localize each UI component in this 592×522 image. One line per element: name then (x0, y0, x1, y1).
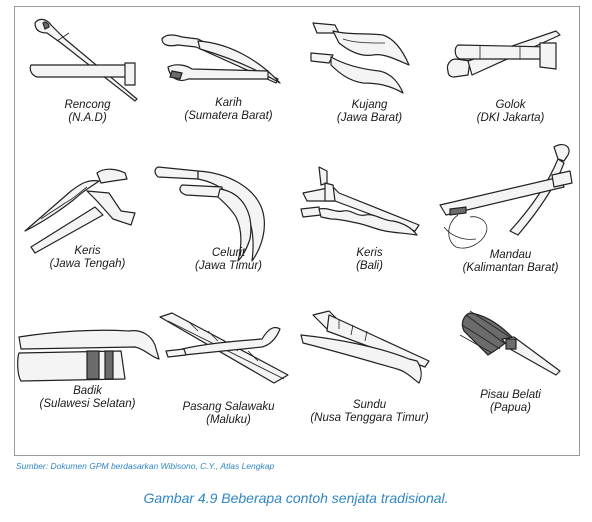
badik-illustration (17, 329, 160, 382)
keris-jawa-tengah-illustration (24, 168, 136, 254)
pasang-salawaku-illustration (159, 312, 289, 384)
weapon-name: Kujang (351, 99, 388, 111)
weapon-celurit: Celurit (Jawa Timur) (154, 161, 299, 309)
weapon-name: Golok (495, 99, 526, 111)
weapon-name: Rencong (64, 99, 111, 111)
weapon-badik: Badik (Sulawesi Selatan) (17, 309, 160, 457)
pisau-belati-illustration (459, 310, 561, 376)
weapon-name: Sundu (352, 399, 387, 411)
weapon-region: (Sumatera Barat) (184, 110, 273, 122)
weapon-kujang: Kujang (Jawa Barat) (299, 13, 440, 161)
weapon-sundu: Sundu (Nusa Tenggara Timur) (299, 309, 440, 457)
weapon-region: (Jawa Tengah) (49, 258, 126, 270)
weapon-region: (Maluku) (206, 414, 251, 426)
weapon-golok: Golok (DKI Jakarta) (440, 13, 581, 161)
weapon-name: Celurit (211, 247, 246, 259)
keris-bali-illustration (300, 166, 420, 236)
weapon-region: (Kalimantan Barat) (462, 262, 559, 274)
weapon-region: (Papua) (490, 402, 531, 414)
weapon-name: Pasang Salawaku (182, 401, 275, 413)
weapon-region: (DKI Jakarta) (476, 112, 545, 124)
weapon-name: Karih (215, 97, 242, 109)
weapon-region: (N.A.D) (68, 112, 107, 124)
weapon-region: (Sulawesi Selatan) (39, 398, 136, 410)
figure-frame: Rencong (N.A.D) Karih (Sumatera Barat) K… (14, 6, 580, 456)
kujang-illustration (310, 22, 410, 94)
weapon-keris-jawa-tengah: Keris (Jawa Tengah) (17, 161, 158, 309)
karih-illustration (161, 34, 281, 84)
weapon-mandau: Mandau (Kalimantan Barat) (439, 143, 581, 309)
weapon-region: (Jawa Timur) (195, 260, 262, 272)
weapon-pasang-salawaku: Pasang Salawaku (Maluku) (158, 309, 299, 457)
weapon-name: Badik (73, 385, 102, 397)
weapon-karih: Karih (Sumatera Barat) (158, 13, 299, 161)
sundu-illustration (300, 310, 430, 384)
source-note: Sumber: Dokumen GPM berdasarkan Wibisono… (16, 461, 275, 471)
golok-illustration (446, 30, 561, 78)
rencong-illustration (29, 18, 138, 102)
celurit-illustration (154, 166, 265, 262)
weapon-region: (Bali) (356, 260, 383, 272)
weapon-name: Mandau (489, 249, 532, 261)
weapon-name: Keris (356, 247, 383, 259)
weapon-pisau-belati: Pisau Belati (Papua) (440, 309, 581, 457)
mandau-illustration (439, 143, 573, 249)
weapon-region: (Nusa Tenggara Timur) (310, 412, 429, 424)
weapon-rencong: Rencong (N.A.D) (17, 13, 158, 161)
figure-caption: Gambar 4.9 Beberapa contoh senjata tradi… (143, 490, 449, 506)
weapon-keris-bali: Keris (Bali) (299, 161, 440, 309)
weapon-name: Keris (74, 245, 101, 257)
weapon-region: (Jawa Barat) (336, 112, 403, 124)
weapon-name: Pisau Belati (480, 389, 541, 401)
